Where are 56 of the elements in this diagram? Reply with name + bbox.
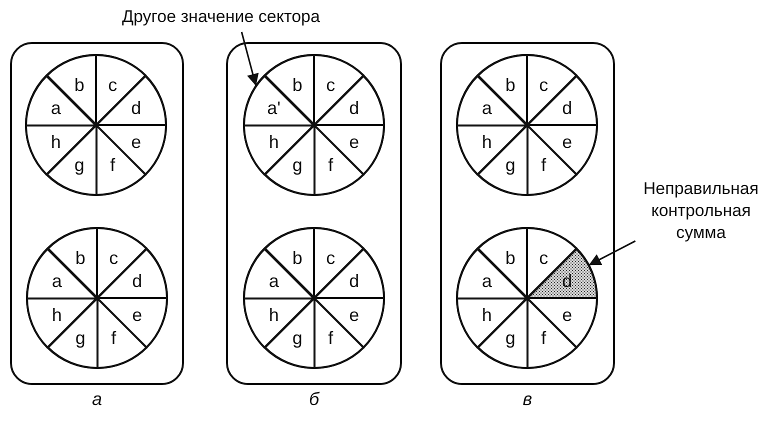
sector-letter: b [505,248,516,267]
sector-letter: g [74,156,84,174]
sector-letter: h [482,306,492,324]
sector-letter: d [349,272,360,290]
sector-letter: g [292,329,302,348]
rounded-panel [10,42,184,385]
sector-letter: e [562,132,572,151]
sector-letter: a [50,99,61,118]
sector-letter: e [349,132,360,151]
sector-letter: c [539,248,548,267]
sector-letter: e [131,132,142,151]
sector-letter: h [268,132,279,151]
sector-letter: b [292,76,302,94]
sector-letter: e [349,306,360,324]
callout-text: Другое значение сектора [92,6,350,28]
sector-letter: c [326,248,336,267]
sector-letter: g [292,156,302,174]
sector-letter: f [541,156,546,174]
sector-letter: a' [267,99,281,118]
sector-letter: e [562,306,572,324]
sector-letter: a [482,272,492,290]
callout-text: Неправильная контрольная сумма [634,178,768,244]
sector-letter: d [131,99,142,118]
sector-letter: b [505,76,516,94]
sector-letter: a [268,272,279,290]
sector-letter: b [74,76,84,94]
sector-letter: f [111,329,116,348]
sector-letter: c [109,248,118,267]
sector-letter: d [349,99,360,118]
sector-letter: f [328,156,334,174]
leader-arrow [588,240,636,266]
sector-letter: g [505,329,516,348]
sector-letter: a [482,99,492,118]
sector-letter: b [75,248,86,267]
sector-letter: e [132,306,142,324]
sector-letter: g [75,329,86,348]
sector-letter: h [482,132,492,151]
sector-letter: d [132,272,142,290]
sector-letter: f [110,156,116,174]
sector-letter: h [268,306,279,324]
sector-letter: c [326,76,336,94]
sector-letter: d [562,99,572,118]
sector-letter: f [541,329,546,348]
panel-caption: а [90,389,103,410]
sector-letter: c [539,76,548,94]
sector-letter: f [328,329,334,348]
sector-letter: c [108,76,118,94]
panel-caption: в [522,389,534,410]
sector-letter: h [50,132,61,151]
sector-letter: h [52,306,62,324]
panel-caption: б [308,389,320,410]
sector-letter: a [52,272,62,290]
rounded-panel [226,42,402,385]
rounded-panel [440,42,615,385]
sector-letter: b [292,248,302,267]
sector-letter: g [505,156,516,174]
